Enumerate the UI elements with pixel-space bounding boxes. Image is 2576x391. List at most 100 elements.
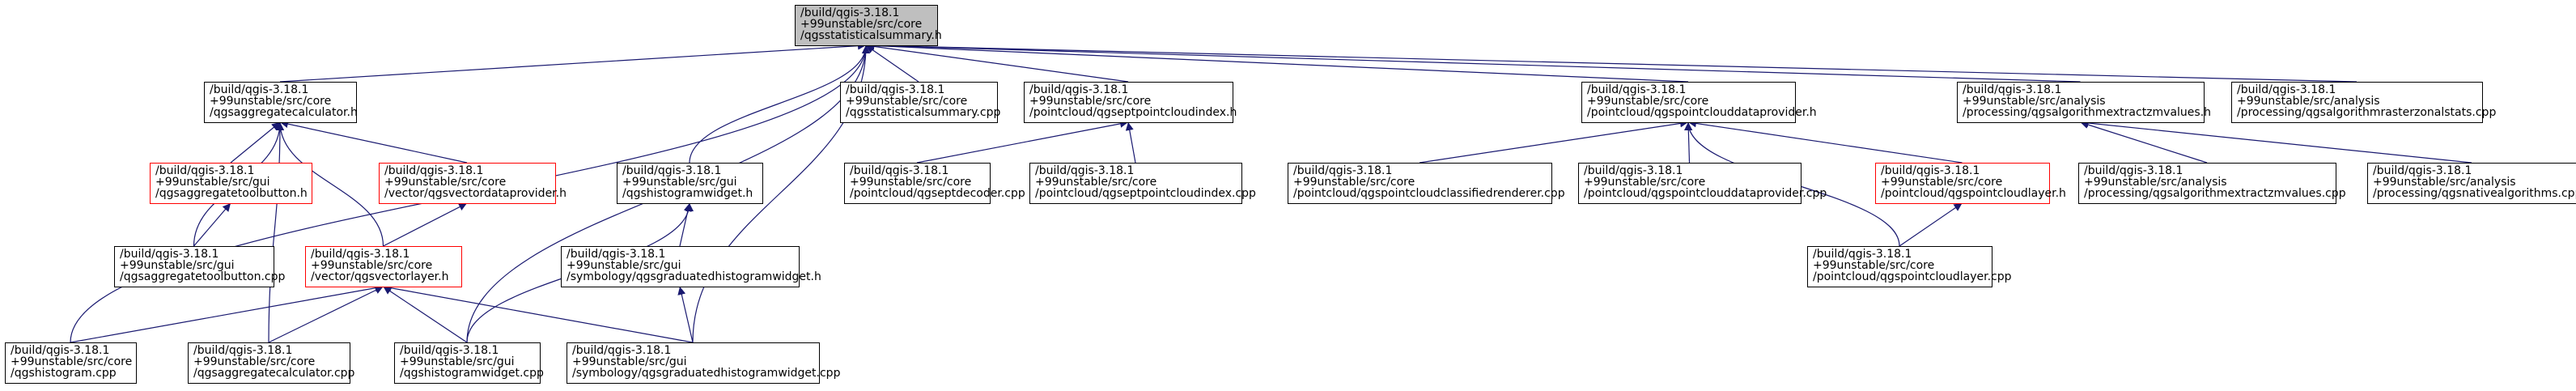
node-label-line: /build/qgis-3.18.1	[1584, 164, 1683, 177]
node-box	[840, 82, 998, 123]
node-label-line: /qgsstatisticalsummary.cpp	[846, 106, 1000, 119]
node-aggcalc-h[interactable]: /build/qgis-3.18.1+99unstable/src/core/q…	[204, 82, 358, 123]
node-aggtoolbtn-h[interactable]: /build/qgis-3.18.1+99unstable/src/gui/qg…	[150, 163, 312, 204]
node-label-line: /symbology/qgsgraduatedhistogramwidget.c…	[572, 367, 841, 380]
node-vecprov-h[interactable]: /build/qgis-3.18.1+99unstable/src/core/v…	[379, 163, 567, 204]
node-label-line: +99unstable/src/analysis	[2084, 176, 2227, 189]
node-eptdecoder-cpp[interactable]: /build/qgis-3.18.1+99unstable/src/core/p…	[844, 163, 1025, 204]
node-eptidx-cpp[interactable]: /build/qgis-3.18.1+99unstable/src/core/p…	[1029, 163, 1257, 204]
node-box	[567, 342, 820, 384]
node-label-line: +99unstable/src/core	[311, 259, 432, 272]
node-aggtoolbtn-cpp[interactable]: /build/qgis-3.18.1+99unstable/src/gui/qg…	[114, 246, 286, 287]
node-label-line: /build/qgis-3.18.1	[400, 344, 499, 357]
edge-gradhist-cpp-to-gradhist-h	[677, 286, 694, 343]
edge-eptidx-cpp-to-copcidx-h	[1125, 121, 1136, 164]
node-label-line: +99unstable/src/core	[850, 176, 971, 189]
node-label-line: +99unstable/src/core	[1584, 176, 1705, 189]
node-histwidget-cpp[interactable]: /build/qgis-3.18.1+99unstable/src/gui/qg…	[394, 342, 545, 384]
edge-aggcalc-cpp-to-aggcalc-h	[268, 121, 284, 343]
node-label-line: /build/qgis-3.18.1	[1293, 164, 1392, 177]
node-box	[561, 246, 800, 287]
node-label-line: /pointcloud/qgspointclouddataprovider.cp…	[1584, 187, 1827, 200]
node-label-line: /vector/qgsvectorlayer.h	[311, 270, 448, 283]
node-label-line: /pointcloud/qgseptpointcloudindex.cpp	[1035, 187, 1256, 200]
node-label-line: /build/qgis-3.18.1	[1813, 248, 1912, 261]
node-extractzm-cpp[interactable]: /build/qgis-3.18.1+99unstable/src/analys…	[2078, 163, 2346, 204]
node-label-line: /build/qgis-3.18.1	[572, 344, 671, 357]
node-box	[795, 5, 938, 46]
edge-extractzm-cpp-to-extractzm-h	[2080, 121, 2208, 164]
node-pclayer-cpp[interactable]: /build/qgis-3.18.1+99unstable/src/core/p…	[1807, 246, 2012, 287]
node-gradhist-h[interactable]: /build/qgis-3.18.1+99unstable/src/gui/sy…	[561, 246, 821, 287]
edge-veclayer-h-to-aggcalc-h	[276, 121, 384, 247]
edge-aggtoolbtn-h-to-aggcalc-h	[230, 121, 281, 164]
node-label-line: /build/qgis-3.18.1	[1963, 83, 2061, 96]
node-label-line: +99unstable/src/core	[210, 95, 331, 108]
node-gradhist-cpp[interactable]: /build/qgis-3.18.1+99unstable/src/gui/sy…	[567, 342, 841, 384]
node-veclayer-h[interactable]: /build/qgis-3.18.1+99unstable/src/core/v…	[305, 246, 462, 287]
node-copcidx-h[interactable]: /build/qgis-3.18.1+99unstable/src/core/p…	[1024, 82, 1237, 123]
node-label-line: /qgsaggregatetoolbutton.h	[155, 187, 308, 200]
node-label-line: /processing/qgsalgorithmextractzmvalues.…	[1963, 106, 2211, 119]
edge-pclayer-cpp-to-pclayer-h	[1899, 202, 1963, 247]
nodes-layer: /build/qgis-3.18.1+99unstable/src/core/q…	[5, 5, 2576, 384]
edge-pcprov-h-to-root	[865, 41, 1689, 83]
node-nativealg-cpp[interactable]: /build/qgis-3.18.1+99unstable/src/analys…	[2367, 163, 2576, 204]
node-extractzm-h[interactable]: /build/qgis-3.18.1+99unstable/src/analys…	[1957, 82, 2212, 123]
node-label-line: /build/qgis-3.18.1	[850, 164, 948, 177]
node-label-line: /build/qgis-3.18.1	[1029, 83, 1128, 96]
node-label-line: /build/qgis-3.18.1	[846, 83, 944, 96]
node-pcclassrend-cpp[interactable]: /build/qgis-3.18.1+99unstable/src/core/p…	[1288, 163, 1565, 204]
node-label-line: /pointcloud/qgspointcloudlayer.cpp	[1813, 270, 2012, 283]
node-label-line: +99unstable/src/analysis	[1963, 95, 2106, 108]
node-label-line: +99unstable/src/gui	[622, 176, 737, 189]
node-label-line: +99unstable/src/core	[1813, 259, 1934, 272]
node-label-line: /processing/qgsalgorithmextractzmvalues.…	[2084, 187, 2346, 200]
node-statsum-cpp[interactable]: /build/qgis-3.18.1+99unstable/src/core/q…	[840, 82, 1001, 123]
node-pcprov-cpp[interactable]: /build/qgis-3.18.1+99unstable/src/core/p…	[1578, 163, 1827, 204]
edge-rasterzonal-cpp-to-root	[865, 41, 2357, 83]
edge-histwidget-cpp-to-veclayer-h	[383, 286, 468, 343]
node-root[interactable]: /build/qgis-3.18.1+99unstable/src/core/q…	[795, 5, 942, 46]
edge-hist-cpp-to-veclayer-h	[70, 283, 384, 343]
node-label-line: /build/qgis-3.18.1	[2373, 164, 2472, 177]
node-label-line: /build/qgis-3.18.1	[384, 164, 483, 177]
node-label-line: +99unstable/src/core	[1293, 176, 1415, 189]
edge-veclayer-h-to-vecprov-h	[383, 202, 468, 247]
edge-gradhist-cpp-to-veclayer-h	[383, 283, 694, 343]
node-label-line: /pointcloud/qgspointcloudclassifiedrende…	[1293, 187, 1565, 200]
node-pcprov-h[interactable]: /build/qgis-3.18.1+99unstable/src/core/p…	[1581, 82, 1817, 123]
node-label-line: +99unstable/src/analysis	[2373, 176, 2516, 189]
node-label-line: /build/qgis-3.18.1	[11, 344, 109, 357]
node-label-line: /build/qgis-3.18.1	[120, 248, 219, 261]
edge-copcidx-h-to-root	[865, 42, 1129, 83]
node-label-line: /qgsaggregatecalculator.cpp	[193, 367, 355, 380]
node-histwidget-h[interactable]: /build/qgis-3.18.1+99unstable/src/gui/qg…	[617, 163, 763, 204]
node-label-line: /pointcloud/qgseptpointcloudindex.h	[1029, 106, 1237, 119]
node-aggcalc-cpp[interactable]: /build/qgis-3.18.1+99unstable/src/core/q…	[188, 342, 355, 384]
node-label-line: +99unstable/src/core	[193, 355, 315, 368]
node-label-line: /pointcloud/qgseptdecoder.cpp	[850, 187, 1025, 200]
node-hist-cpp[interactable]: /build/qgis-3.18.1+99unstable/src/core/q…	[5, 342, 137, 384]
node-label-line: +99unstable/src/core	[846, 95, 967, 108]
node-box	[1578, 163, 1802, 204]
node-label-line: +99unstable/src/gui	[572, 355, 687, 368]
node-box	[1029, 163, 1242, 204]
node-label-line: +99unstable/src/gui	[567, 259, 681, 272]
node-box	[150, 163, 312, 204]
node-pclayer-h[interactable]: /build/qgis-3.18.1+99unstable/src/core/p…	[1875, 163, 2066, 204]
edge-statsum-cpp-to-root	[865, 45, 919, 83]
node-label-line: +99unstable/src/core	[384, 176, 506, 189]
node-box	[379, 163, 556, 204]
node-box	[1024, 82, 1233, 123]
node-label-line: /build/qgis-3.18.1	[1587, 83, 1686, 96]
node-label-line: /processing/qgsnativealgorithms.cpp	[2373, 187, 2576, 200]
edge-eptdecoder-cpp-to-copcidx-h	[916, 119, 1129, 164]
edge-extractzm-h-to-root	[865, 41, 2081, 83]
node-label-line: /qgshistogram.cpp	[11, 367, 117, 380]
node-rasterzonal-cpp[interactable]: /build/qgis-3.18.1+99unstable/src/analys…	[2231, 82, 2497, 123]
node-label-line: /build/qgis-3.18.1	[800, 6, 899, 19]
node-label-line: /build/qgis-3.18.1	[2084, 164, 2183, 177]
node-label-line: /qgsaggregatetoolbutton.cpp	[120, 270, 285, 283]
